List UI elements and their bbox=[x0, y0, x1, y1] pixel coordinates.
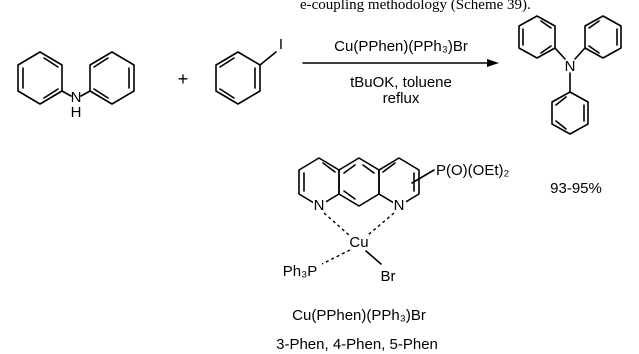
iodobenzene-ring bbox=[215, 51, 261, 105]
catalyst-structure: N N P(O)(OEt)₂ Cu Ph₃P Br bbox=[283, 157, 509, 285]
phen-n-right: N bbox=[394, 197, 405, 214]
diphenylamine-structure: N H bbox=[17, 51, 135, 121]
catalyst-isomers: 3-Phen, 4-Phen, 5-Phen bbox=[276, 336, 438, 353]
conditions-base-solvent: tBuOK, toluene bbox=[350, 74, 452, 91]
phosphonate-substituent: P(O)(OEt)₂ bbox=[436, 162, 509, 179]
iodine-label: I bbox=[279, 36, 283, 53]
catalyst-name: Cu(PPhen)(PPh₃)Br bbox=[292, 307, 426, 324]
bromide-label: Br bbox=[381, 268, 396, 285]
left-phenyl-ring bbox=[17, 51, 63, 105]
yield-label: 93-95% bbox=[550, 180, 602, 197]
plus-sign: + bbox=[178, 69, 189, 89]
copper-label: Cu bbox=[349, 234, 368, 251]
product-right-ring bbox=[584, 15, 622, 59]
product-n-label: N bbox=[565, 58, 576, 75]
diphenylamine-n-label: N bbox=[71, 89, 82, 106]
product-left-ring bbox=[518, 15, 556, 59]
reaction-arrowhead bbox=[487, 59, 499, 67]
triphenylphosphine-label: Ph₃P bbox=[283, 263, 317, 280]
phen-central-ring bbox=[338, 157, 380, 207]
caption-fragment: e-coupling methodology (Scheme 39). bbox=[300, 0, 531, 13]
conditions-temperature: reflux bbox=[383, 90, 420, 107]
phen-n-left: N bbox=[314, 197, 325, 214]
diphenylamine-h-label: H bbox=[71, 104, 82, 121]
right-phenyl-ring bbox=[89, 51, 135, 105]
reaction-arrow-group: Cu(PPhen)(PPh₃)Br tBuOK, toluene reflux bbox=[302, 38, 499, 107]
triphenylamine-structure: N bbox=[518, 15, 622, 135]
product-bottom-ring bbox=[551, 91, 589, 135]
conditions-catalyst: Cu(PPhen)(PPh₃)Br bbox=[334, 38, 468, 55]
iodobenzene-structure: I bbox=[215, 36, 283, 105]
